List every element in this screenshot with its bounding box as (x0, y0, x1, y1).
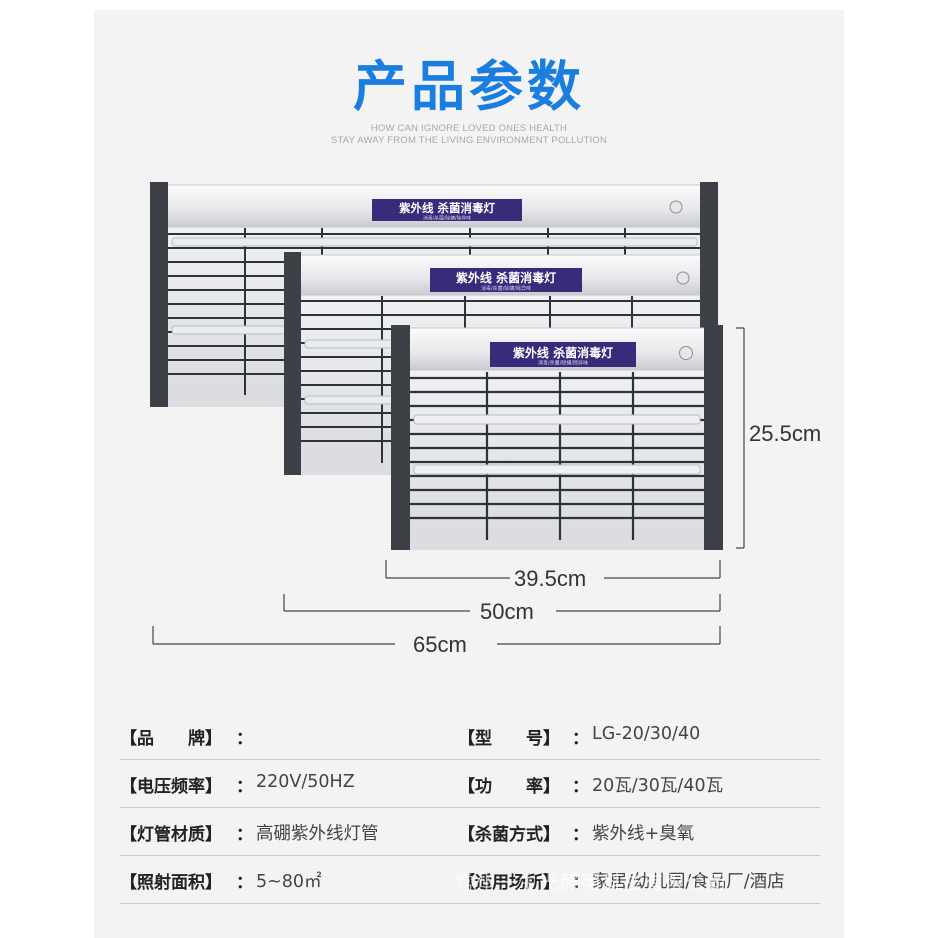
lamp-label-large: 紫外线 杀菌消毒灯 (399, 201, 496, 215)
spec-label-model: 【型 号】 (458, 729, 560, 749)
spec-row: 【灯管材质】 ： 高硼紫外线灯管 【杀菌方式】 ： 紫外线+臭氧 (120, 808, 820, 856)
spec-label-power: 【功 率】 (458, 777, 560, 797)
watermark: 常州一生光照明科技有限公司 (455, 872, 729, 894)
spec-separator: ： (236, 777, 253, 797)
spec-label-places: 【适用场所】 (458, 873, 560, 893)
dimension-small-width: 39.5cm (514, 566, 587, 591)
dimension-lines (152, 327, 745, 645)
spec-separator: ： (236, 825, 253, 845)
dimension-large-width: 65cm (413, 632, 467, 657)
spec-value-power: 20瓦/30瓦/40瓦 (592, 776, 724, 796)
spec-label-area: 【照射面积】 (120, 873, 222, 893)
spec-label-voltage: 【电压频率】 (120, 777, 222, 797)
spec-separator: ： (572, 729, 589, 749)
spec-label-method: 【杀菌方式】 (458, 825, 560, 845)
spec-label-brand: 【品 牌】 (120, 729, 222, 749)
dimension-height: 25.5cm (749, 421, 822, 446)
spec-row: 【品 牌】 ： 【型 号】 ： LG-20/30/40 (120, 712, 820, 760)
lamp-small: 紫外线 杀菌消毒灯 消毒/杀菌/除螨/除异味 (391, 325, 723, 550)
spec-separator: ： (572, 825, 589, 845)
lamp-label-medium: 紫外线 杀菌消毒灯 (456, 270, 556, 285)
spec-table: 【品 牌】 ： 【型 号】 ： LG-20/30/40 【电压频率】 ： 220… (120, 712, 820, 904)
page-title: 产品参数 (353, 55, 585, 118)
spec-separator: ： (236, 729, 253, 749)
spec-value-voltage: 220V/50HZ (256, 772, 355, 792)
subtitle-line-2: STAY AWAY FROM THE LIVING ENVIRONMENT PO… (330, 135, 608, 146)
spec-separator: ： (572, 873, 589, 893)
spec-value-material: 高硼紫外线灯管 (256, 824, 379, 844)
spec-value-places: 家居/幼儿园/食品厂/酒店 (592, 872, 785, 892)
dimension-medium-width: 50cm (480, 599, 534, 624)
spec-value-model: LG-20/30/40 (592, 724, 701, 744)
spec-row: 【照射面积】 ： 5~80㎡ 【适用场所】 ： 家居/幼儿园/食品厂/酒店 (120, 856, 820, 904)
spec-value-area: 5~80㎡ (256, 872, 322, 892)
lamp-sublabel-small: 消毒/杀菌/除螨/除异味 (538, 360, 588, 367)
lamp-sublabel-medium: 消毒/杀菌/除螨/除异味 (481, 285, 531, 292)
lamp-label-small: 紫外线 杀菌消毒灯 (513, 345, 613, 360)
lamp-sublabel-large: 消毒/杀菌/除螨/除异味 (423, 215, 471, 222)
spec-value-method: 紫外线+臭氧 (592, 824, 695, 844)
spec-separator: ： (572, 777, 589, 797)
subtitle-line-1: HOW CAN IGNORE LOVED ONES HEALTH (370, 123, 568, 134)
spec-separator: ： (236, 873, 253, 893)
spec-label-material: 【灯管材质】 (120, 825, 222, 845)
spec-row: 【电压频率】 ： 220V/50HZ 【功 率】 ： 20瓦/30瓦/40瓦 (120, 760, 820, 808)
